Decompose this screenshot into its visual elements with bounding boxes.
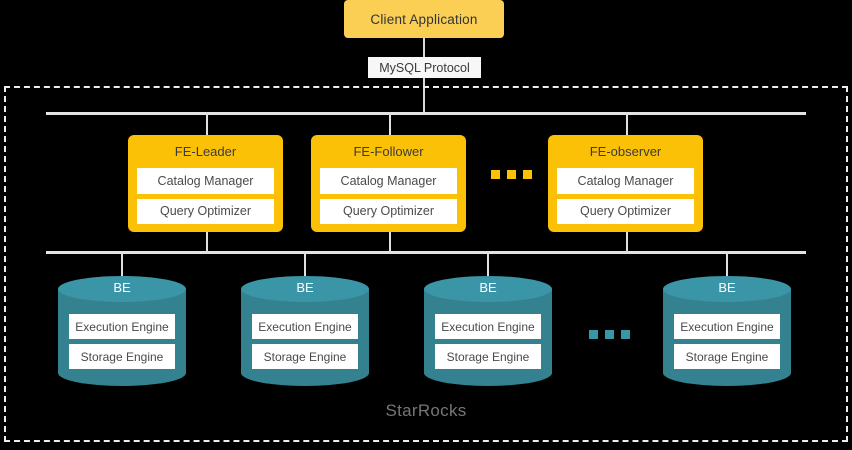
be-node-1-execution-engine: Execution Engine: [69, 314, 175, 339]
connector-fe-observer-to-bus: [626, 229, 628, 254]
be-cylinder-top: [663, 276, 791, 302]
backend-bus-line: [46, 251, 806, 254]
fe-follower-title: FE-Follower: [353, 144, 424, 159]
be-ellipsis-dot: [621, 330, 630, 339]
be-node-4[interactable]: BE Execution Engine Storage Engine: [663, 276, 791, 386]
connector-bus-to-be-4: [726, 251, 728, 283]
be-cylinder-top: [58, 276, 186, 302]
frontend-bus-line: [46, 112, 806, 115]
be-node-4-execution-engine: Execution Engine: [674, 314, 780, 339]
be-node-3-execution-engine: Execution Engine: [435, 314, 541, 339]
fe-follower-node[interactable]: FE-Follower Catalog Manager Query Optimi…: [311, 135, 466, 232]
be-ellipsis-dot: [605, 330, 614, 339]
be-node-3[interactable]: BE Execution Engine Storage Engine: [424, 276, 552, 386]
be-cylinder-top: [424, 276, 552, 302]
be-node-2[interactable]: BE Execution Engine Storage Engine: [241, 276, 369, 386]
connector-bus-to-be-2: [304, 251, 306, 283]
connector-bus-to-be-3: [487, 251, 489, 283]
be-node-1-storage-engine: Storage Engine: [69, 344, 175, 369]
fe-leader-catalog-manager: Catalog Manager: [137, 168, 274, 194]
client-application-label: Client Application: [370, 11, 478, 27]
mysql-protocol-label-box: MySQL Protocol: [368, 57, 481, 78]
be-node-2-title: BE: [296, 280, 314, 295]
fe-ellipsis-icon: [491, 170, 532, 179]
fe-leader-query-optimizer: Query Optimizer: [137, 198, 274, 224]
starrocks-brand-label: StarRocks: [385, 401, 467, 420]
mysql-protocol-label: MySQL Protocol: [379, 60, 470, 75]
starrocks-cluster-boundary: [4, 86, 848, 442]
fe-leader-node[interactable]: FE-Leader Catalog Manager Query Optimize…: [128, 135, 283, 232]
fe-observer-query-optimizer: Query Optimizer: [557, 198, 694, 224]
fe-ellipsis-dot: [491, 170, 500, 179]
be-ellipsis-icon: [589, 330, 630, 339]
be-node-1-title: BE: [113, 280, 131, 295]
connector-client-to-protocol: [423, 38, 425, 60]
be-node-3-title: BE: [479, 280, 497, 295]
connector-fe-leader-to-bus: [206, 229, 208, 254]
connector-protocol-to-cluster: [423, 78, 425, 114]
fe-leader-title: FE-Leader: [174, 144, 237, 159]
be-ellipsis-dot: [589, 330, 598, 339]
fe-observer-node[interactable]: FE-observer Catalog Manager Query Optimi…: [548, 135, 703, 232]
be-node-1[interactable]: BE Execution Engine Storage Engine: [58, 276, 186, 386]
be-cylinder-top: [241, 276, 369, 302]
be-node-3-storage-engine: Storage Engine: [435, 344, 541, 369]
be-node-2-storage-engine: Storage Engine: [252, 344, 358, 369]
fe-observer-title: FE-observer: [589, 144, 662, 159]
connector-bus-to-fe-leader: [206, 112, 208, 138]
fe-ellipsis-dot: [507, 170, 516, 179]
connector-bus-to-fe-observer: [626, 112, 628, 138]
fe-ellipsis-dot: [523, 170, 532, 179]
client-application-box: Client Application: [344, 0, 504, 38]
fe-follower-query-optimizer: Query Optimizer: [320, 198, 457, 224]
fe-observer-catalog-manager: Catalog Manager: [557, 168, 694, 194]
connector-bus-to-fe-follower: [389, 112, 391, 138]
fe-follower-catalog-manager: Catalog Manager: [320, 168, 457, 194]
connector-bus-to-be-1: [121, 251, 123, 283]
be-node-4-title: BE: [718, 280, 736, 295]
be-node-4-storage-engine: Storage Engine: [674, 344, 780, 369]
connector-fe-follower-to-bus: [389, 229, 391, 254]
be-node-2-execution-engine: Execution Engine: [252, 314, 358, 339]
